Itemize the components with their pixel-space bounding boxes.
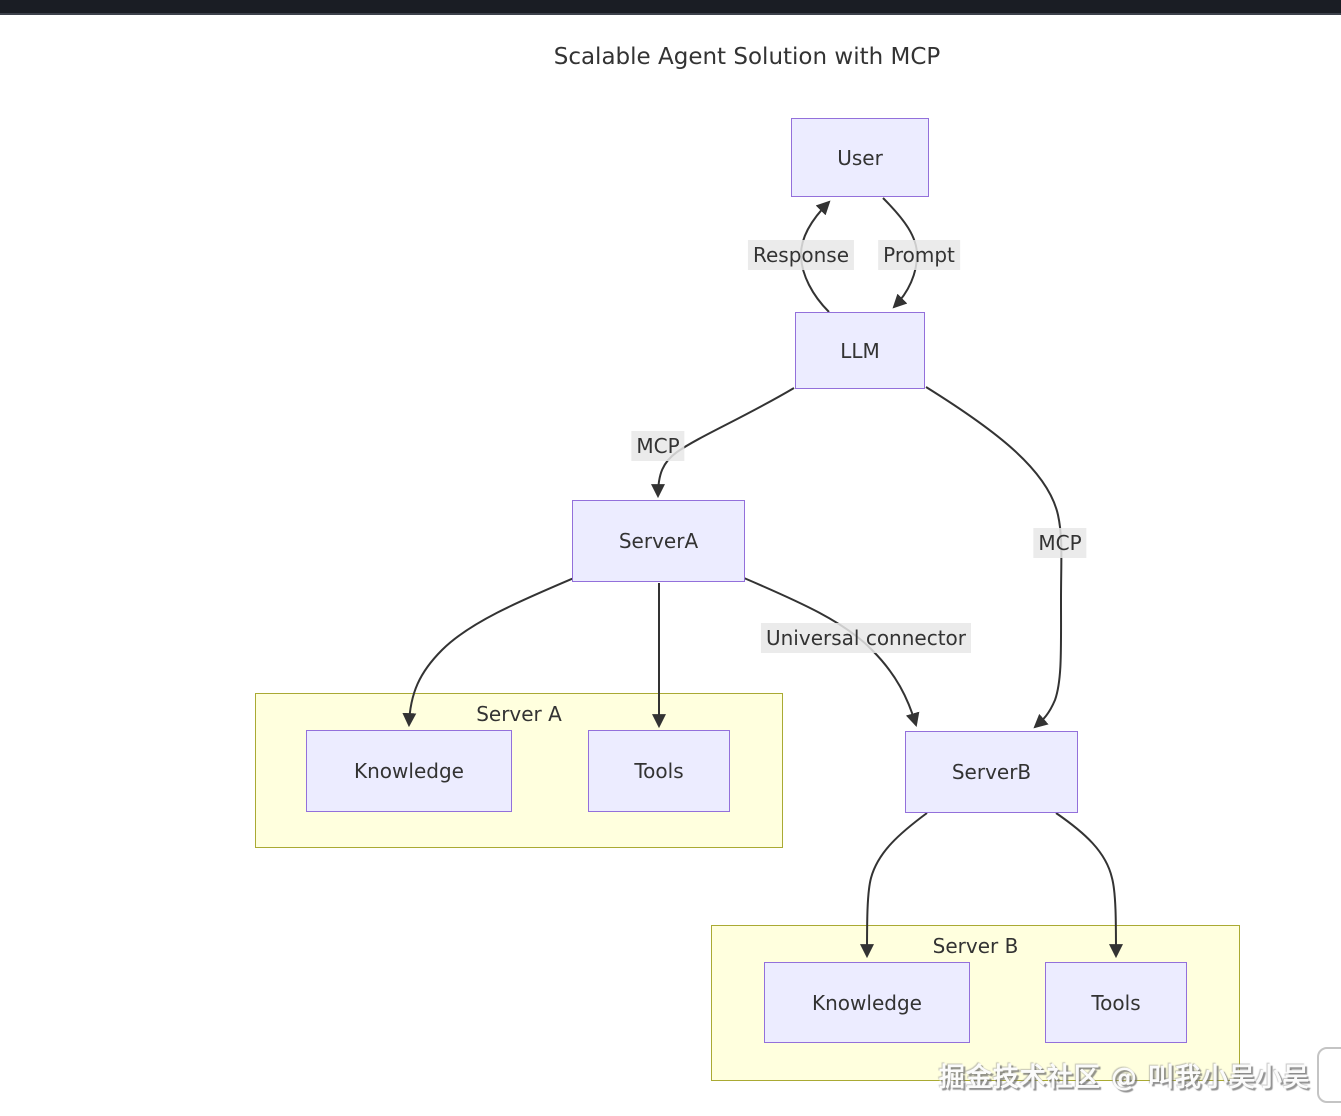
edge-label-mcp-b: MCP <box>1033 528 1087 558</box>
node-llm-label: LLM <box>840 338 880 363</box>
window-top-bar <box>0 0 1341 15</box>
node-knowledge-b-label: Knowledge <box>812 990 922 1015</box>
node-tools-b-label: Tools <box>1091 990 1141 1015</box>
cluster-server-a-label: Server A <box>476 702 562 726</box>
node-server-a-label: ServerA <box>618 529 699 553</box>
cluster-server-b-label: Server B <box>932 934 1019 958</box>
node-knowledge-b: Knowledge <box>764 962 970 1043</box>
edge-label-mcp-a: MCP <box>631 431 685 461</box>
node-knowledge-a-label: Knowledge <box>354 759 464 783</box>
node-user: User <box>791 118 929 197</box>
node-server-a: ServerA <box>572 500 745 582</box>
node-tools-b: Tools <box>1045 962 1187 1043</box>
edge-servera-knowledge-a <box>402 577 575 728</box>
node-tools-a-label: Tools <box>634 759 684 783</box>
node-knowledge-a: Knowledge <box>306 730 512 812</box>
edge-label-prompt: Prompt <box>878 240 960 270</box>
edge-llm-serverb-mcp <box>925 386 1063 729</box>
edge-label-universal-connector: Universal connector <box>760 623 972 653</box>
node-server-b: ServerB <box>905 731 1078 813</box>
node-llm: LLM <box>795 312 925 389</box>
edge-serverb-knowledge-b <box>860 812 928 959</box>
edge-label-response: Response <box>747 240 855 270</box>
edge-panel-button[interactable] <box>1317 1047 1341 1103</box>
edge-serverb-tools-b <box>1055 812 1123 959</box>
watermark-text: 掘金技术社区 @ 叫我小吴小吴 <box>938 1063 1310 1093</box>
node-tools-a: Tools <box>588 730 730 812</box>
diagram-title: Scalable Agent Solution with MCP <box>553 44 941 70</box>
node-user-label: User <box>837 145 883 170</box>
node-server-b-label: ServerB <box>951 760 1032 784</box>
